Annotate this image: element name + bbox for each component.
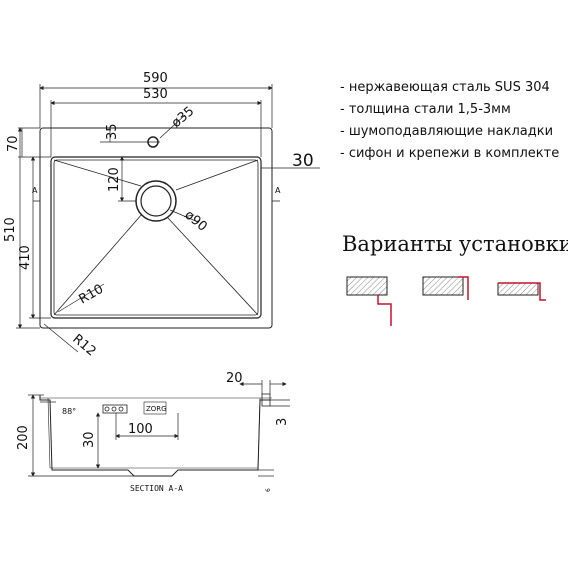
- section-marker-right: A: [275, 186, 281, 195]
- section-dimensions: [28, 380, 290, 477]
- dim-120: 120: [107, 167, 122, 192]
- logo-text: ZORG: [146, 405, 167, 413]
- section-labels: 200 88° 30 100 20 3 6 SECTION A-A ZORG: [16, 371, 290, 493]
- top-view-dimensions: [16, 84, 320, 353]
- dim-angle-88: 88°: [62, 407, 76, 416]
- install-variant-2: [422, 276, 469, 300]
- dim-r12: R12: [69, 332, 98, 360]
- dim-diameter-35: ø35: [169, 104, 197, 131]
- spec-list: - нержавеющая сталь SUS 304 - толщина ст…: [340, 77, 559, 165]
- dim-410: 410: [18, 245, 33, 270]
- spec-item: - сифон и крепежи в комплекте: [340, 146, 560, 161]
- section-marker-left: A: [32, 186, 38, 195]
- dim-70: 70: [6, 135, 21, 152]
- dim-200: 200: [16, 425, 31, 450]
- dim-30-side: 30: [292, 151, 314, 171]
- section-title: SECTION A-A: [130, 484, 183, 493]
- zorg-logo: [143, 401, 167, 415]
- top-view: [33, 127, 280, 329]
- spec-item: - нержавеющая сталь SUS 304: [340, 80, 550, 95]
- dim-width-inner: 530: [143, 87, 168, 102]
- dim-100: 100: [128, 422, 153, 437]
- dim-diameter-90: ø90: [181, 208, 209, 235]
- install-variant-3: [497, 282, 546, 301]
- install-variants: [346, 276, 546, 326]
- bowl-outline: [50, 156, 262, 319]
- sink-outer-outline: [39, 127, 273, 329]
- drain-hole: [135, 180, 177, 222]
- dim-width-outer: 590: [143, 71, 168, 86]
- install-title: Варианты установки: [342, 232, 568, 256]
- spec-item: - толщина стали 1,5-3мм: [340, 102, 511, 117]
- dim-3: 3: [275, 418, 290, 426]
- dim-6: 6: [265, 488, 272, 492]
- spec-item: - шумоподавляющие накладки: [340, 124, 554, 139]
- dim-30-bottom: 30: [82, 431, 97, 448]
- dim-510: 510: [3, 217, 18, 242]
- dim-20: 20: [226, 371, 243, 386]
- dim-35: 35: [105, 123, 120, 140]
- overflow-fitting: [102, 404, 128, 414]
- install-variant-1: [346, 276, 392, 326]
